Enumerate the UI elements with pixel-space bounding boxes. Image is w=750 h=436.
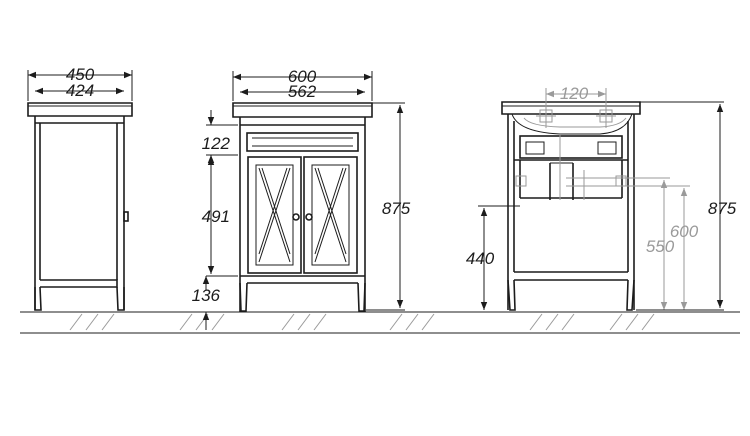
side-leg-left <box>34 286 42 311</box>
floor-hatching <box>69 313 655 331</box>
side-countertop <box>27 102 133 117</box>
back-hidden-height-b-label: 600 <box>670 222 699 241</box>
back-pipe-height-label: 440 <box>466 249 495 268</box>
side-cabinet-depth-label: 424 <box>66 81 94 100</box>
back-drawer-box <box>519 135 623 159</box>
side-overall-depth-label: 450 <box>66 65 95 84</box>
back-hidden-height-a-label: 550 <box>646 237 675 256</box>
back-drain-right <box>596 104 616 128</box>
front-total-height-label: 875 <box>382 199 411 218</box>
front-leg-height-label: 136 <box>192 286 221 305</box>
back-view: 120 440 550 600 875 <box>466 84 737 311</box>
back-leg-left <box>507 279 516 311</box>
front-view: 600 562 122 491 136 875 <box>192 67 411 330</box>
front-leg-left <box>239 282 248 312</box>
front-drawer <box>246 132 359 152</box>
side-leg-right <box>116 286 125 311</box>
front-knob-right <box>305 213 313 221</box>
back-drain-spacing-label: 120 <box>560 84 589 103</box>
back-leg-right <box>626 279 635 311</box>
floor <box>20 311 740 334</box>
front-door-right <box>303 156 358 274</box>
back-drain-left <box>536 104 556 128</box>
side-view: 450 424 <box>27 65 133 311</box>
front-door-left <box>247 156 302 274</box>
front-countertop <box>232 102 373 118</box>
back-countertop <box>501 101 641 115</box>
back-total-height-label: 875 <box>708 199 737 218</box>
front-leg-right <box>357 282 366 312</box>
front-cabinet-width-label: 562 <box>288 82 317 101</box>
front-knob-left <box>292 213 300 221</box>
front-drawer-height-label: 122 <box>202 134 231 153</box>
back-basin <box>511 113 633 135</box>
front-door-height-label: 491 <box>202 207 230 226</box>
side-hinge <box>123 211 129 222</box>
front-overall-width-label: 600 <box>288 67 317 86</box>
